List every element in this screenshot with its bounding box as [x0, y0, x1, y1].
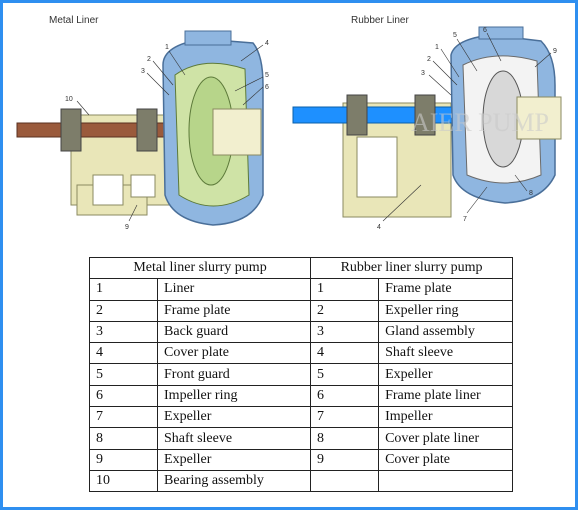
- callout-5: 5: [265, 72, 269, 79]
- metal-part-name: Cover plate: [157, 342, 312, 365]
- rubber-part-name: Gland assembly: [378, 320, 513, 344]
- callout-9: 9: [553, 48, 557, 55]
- metal-part-number: 10: [88, 469, 159, 493]
- rubber-part-number: 4: [310, 342, 380, 365]
- bearing: [346, 94, 368, 136]
- metal-part-name: Expeller: [157, 406, 312, 429]
- rubber-part-name: Expeller: [378, 363, 513, 386]
- metal-liner-header: Metal liner slurry pump: [88, 256, 312, 280]
- callout-4: 4: [265, 40, 269, 47]
- metal-part-number: 8: [88, 427, 159, 450]
- metal-liner-pump-diagram: 1 2 3 4 5 6 9 10: [16, 30, 269, 231]
- callout-lines: [76, 44, 264, 222]
- metal-part-number: 5: [88, 363, 159, 386]
- metal-part-number: 3: [88, 320, 159, 344]
- callout-6: 6: [483, 27, 487, 34]
- table-header-row: Metal liner slurry pump Rubber liner slu…: [88, 256, 513, 280]
- frame-window: [356, 136, 398, 198]
- rubber-part-name: Cover plate: [378, 448, 513, 471]
- metal-part-name: Back guard: [157, 320, 312, 344]
- metal-part-name: Frame plate: [157, 299, 312, 322]
- rubber-part-number: 2: [310, 299, 380, 322]
- rubber-part-number: 8: [310, 427, 380, 450]
- rubber-part-name: Impeller: [378, 406, 513, 429]
- rubber-part-name: Shaft sleeve: [378, 342, 513, 365]
- callout-3: 3: [141, 68, 145, 75]
- metal-part-number: 6: [88, 384, 159, 408]
- callout-7: 7: [463, 216, 467, 223]
- rubber-part-number: 7: [310, 406, 380, 429]
- frame-window: [92, 174, 124, 206]
- rubber-part-number: 3: [310, 320, 380, 344]
- rubber-part-name: Expeller ring: [378, 299, 513, 322]
- callout-4: 4: [377, 224, 381, 231]
- bearing: [136, 108, 158, 152]
- metal-part-name: Shaft sleeve: [157, 427, 312, 450]
- rubber-part-number: 6: [310, 384, 380, 408]
- discharge-flange: [184, 30, 232, 46]
- rubber-part-number: 1: [310, 278, 380, 301]
- metal-part-name: Bearing assembly: [157, 469, 312, 493]
- metal-part-name: Liner: [157, 278, 312, 301]
- discharge-flange: [478, 26, 524, 40]
- rubber-liner-pump-diagram: AIER PUMP 1 2 3 4 5 6 7 8 9: [292, 26, 562, 231]
- rubber-callout-numbers: 1 2 3 4 5 6 7 8 9: [377, 27, 557, 231]
- metal-callout-numbers: 1 2 3 4 5 6 9 10: [65, 40, 269, 231]
- metal-part-name: Front guard: [157, 363, 312, 386]
- metal-part-number: 9: [88, 448, 159, 471]
- metal-part-name: Expeller: [157, 448, 312, 471]
- metal-part-number: 7: [88, 406, 159, 429]
- rubber-part-number: [310, 469, 380, 493]
- callout-3: 3: [421, 70, 425, 77]
- metal-part-number: 1: [88, 278, 159, 301]
- callout-8: 8: [529, 190, 533, 197]
- callout-6: 6: [265, 84, 269, 91]
- rubber-part-number: 9: [310, 448, 380, 471]
- callout-1: 1: [165, 44, 169, 51]
- metal-part-number: 4: [88, 342, 159, 365]
- callout-9: 9: [125, 224, 129, 231]
- rubber-part-name: [378, 469, 513, 493]
- callout-10: 10: [65, 96, 73, 103]
- bearing: [60, 108, 82, 152]
- frame-window: [130, 174, 156, 198]
- rubber-liner-caption: Rubber Liner: [351, 15, 409, 26]
- rubber-part-number: 5: [310, 363, 380, 386]
- metal-part-number: 2: [88, 299, 159, 322]
- rubber-part-name: Frame plate: [378, 278, 513, 301]
- parts-table: Metal liner slurry pump Rubber liner slu…: [88, 256, 513, 493]
- watermark: AIER PUMP: [411, 108, 549, 137]
- rubber-part-name: Cover plate liner: [378, 427, 513, 450]
- metal-liner-caption: Metal Liner: [49, 15, 99, 26]
- metal-part-name: Impeller ring: [157, 384, 312, 408]
- callout-2: 2: [427, 56, 431, 63]
- callout-5: 5: [453, 32, 457, 39]
- rubber-liner-header: Rubber liner slurry pump: [310, 256, 513, 280]
- bearing: [414, 94, 436, 136]
- suction-nozzle: [212, 108, 262, 156]
- suction-nozzle: [516, 96, 562, 140]
- callout-lines: [382, 32, 552, 222]
- rubber-part-name: Frame plate liner: [378, 384, 513, 408]
- callout-1: 1: [435, 44, 439, 51]
- callout-2: 2: [147, 56, 151, 63]
